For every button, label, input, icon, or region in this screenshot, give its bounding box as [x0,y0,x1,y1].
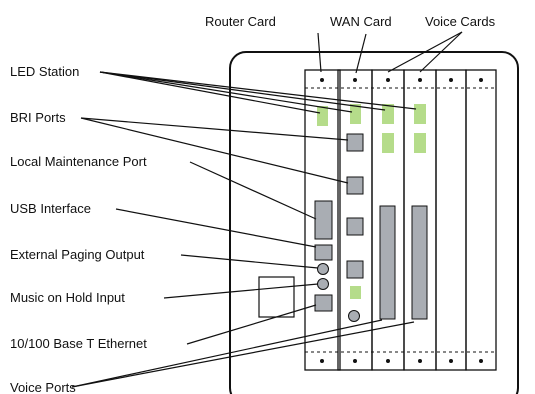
leader-voice-cards-1 [387,31,463,73]
slot-empty-2 [465,69,497,371]
bri-port-1 [346,133,364,152]
screw-icon [479,78,483,82]
led-voice-card-2-bottom [414,133,426,153]
screws [320,78,483,363]
usb-interface-port [314,200,333,240]
local-maintenance-port [346,217,364,236]
external-paging-port [314,244,333,261]
label-bri-ports: BRI Ports [10,110,66,125]
screw-icon [418,359,422,363]
label-voice-cards: Voice Cards [425,14,496,29]
screw-icon [449,78,453,82]
screw-icon [418,78,422,82]
ports [314,133,428,322]
led-router-card [317,106,328,126]
leader-music-on-hold [163,283,319,299]
paging-jack [317,263,329,275]
led-wan-card-small [350,286,361,299]
voice-ports-card-2 [411,205,428,320]
led-wan-card [350,104,361,124]
label-wan-card: WAN Card [330,14,392,29]
screw-icon [320,359,324,363]
music-on-hold-jack [317,278,329,290]
screw-icon [449,359,453,363]
leader-wan-card [355,33,367,74]
label-ethernet: 10/100 Base T Ethernet [10,336,147,351]
label-local-maintenance-port: Local Maintenance Port [10,154,147,169]
screw-icon [479,359,483,363]
label-voice-ports: Voice Ports [10,380,76,394]
leader-bri-1 [80,117,349,141]
led-voice-card-2-top [414,104,426,124]
leader-led-3 [99,71,386,111]
leader-led-2 [99,71,353,113]
leader-router-card [317,32,322,73]
leader-paging [180,254,319,269]
voice-ports-card-1 [379,205,396,320]
led-voice-card-1-top [382,104,394,124]
leader-lines [71,31,463,388]
slot-router-card [304,69,341,371]
leader-voice-ports-1 [71,319,383,388]
label-led-station: LED Station [10,64,79,79]
leader-ethernet [186,304,317,345]
leader-voice-ports-2 [71,321,415,388]
ethernet-port-wan [346,260,364,279]
label-router-card: Router Card [205,14,276,29]
leader-led-4 [99,71,417,110]
leds [317,104,426,299]
leader-led-1 [99,71,321,114]
leader-local-maintenance [189,161,317,220]
labels: Router Card WAN Card Voice Cards LED Sta… [10,14,496,394]
card-slots [304,69,497,371]
leader-usb [115,208,317,248]
leader-bri-2 [80,117,349,184]
screw-icon [386,78,390,82]
leader-voice-cards-2 [419,31,463,73]
led-voice-card-1-bottom [382,133,394,153]
screw-icon [353,359,357,363]
ethernet-port [314,294,333,312]
chassis-window [258,276,295,318]
label-music-on-hold-input: Music on Hold Input [10,290,125,305]
chassis-body [229,51,519,394]
screw-icon [353,78,357,82]
label-usb-interface: USB Interface [10,201,91,216]
screw-icon [320,78,324,82]
label-external-paging-output: External Paging Output [10,247,145,262]
bri-port-2 [346,176,364,195]
screw-icon [386,359,390,363]
wan-card-jack [348,310,360,322]
